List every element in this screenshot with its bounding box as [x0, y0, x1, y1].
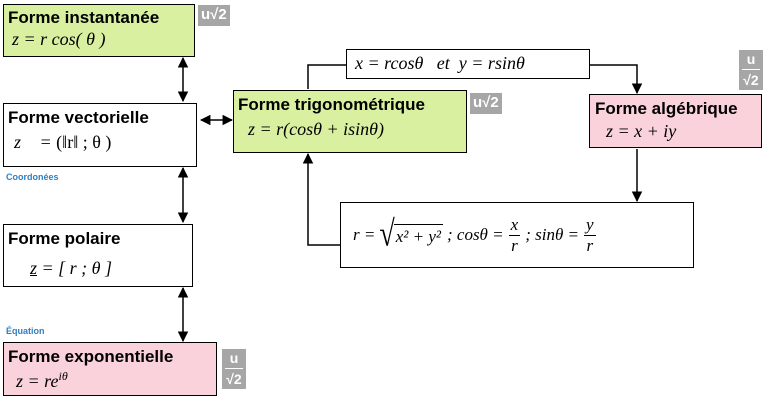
- formula-r-part: r =: [353, 225, 376, 244]
- formula-instantanee: z = r cos( θ ): [12, 29, 106, 49]
- fraction-cos: x r: [508, 214, 521, 256]
- caption-coordonnees: Coordonées: [6, 172, 59, 182]
- formula-sin-part: ; sinθ =: [525, 225, 580, 244]
- caption-equation: Équation: [6, 326, 45, 336]
- formula-polaire: z = [ r ; θ ]: [30, 258, 112, 279]
- title-vectorielle: Forme vectorielle: [8, 108, 149, 127]
- badge-u-root2-instantanee: u√2: [198, 5, 230, 26]
- formula-exponentielle: z = reiθ: [16, 369, 68, 392]
- arrow-conversion-to-algebrique: [590, 64, 643, 95]
- title-polaire: Forme polaire: [8, 229, 121, 248]
- formula-vectorielle-lhs: z⃗ =: [14, 132, 52, 152]
- badge-root2-text: √2: [743, 72, 759, 88]
- formula-vectorielle-rhs: (‖r‖ ; θ ): [56, 132, 112, 152]
- box-conversion-top: x = rcosθ et y = rsinθ: [346, 49, 590, 79]
- fraction-sin-denominator: r: [586, 235, 594, 255]
- title-trigonometrique: Forme trigonométrique: [238, 95, 426, 114]
- formula-polaire-lhs: z: [30, 258, 38, 278]
- badge-u-over-root2-algebrique: u √2: [739, 50, 763, 90]
- box-forme-instantanee: Forme instantanée z = r cos( θ ): [3, 4, 195, 57]
- formula-conversion-bottom: r = √ x² + y² ; cosθ = x r ; sinθ = y r: [353, 213, 598, 257]
- formula-polaire-rhs: = [ r ; θ ]: [41, 258, 113, 278]
- formula-algebrique: z = x + iy: [606, 121, 677, 141]
- badge-root2-text: √2: [226, 371, 242, 387]
- fraction-cos-denominator: r: [511, 235, 518, 255]
- fraction-sin: y r: [584, 215, 596, 256]
- box-forme-vectorielle: Forme vectorielle z⃗ = (‖r‖ ; θ ): [3, 103, 197, 167]
- formula-cos-part: ; cosθ =: [446, 225, 504, 244]
- title-exponentielle: Forme exponentielle: [8, 347, 174, 366]
- box-conversion-bottom: r = √ x² + y² ; cosθ = x r ; sinθ = y r: [340, 202, 694, 268]
- formula-exponentielle-exponent: iθ: [58, 369, 68, 383]
- formula-conversion-top: x = rcosθ et y = rsinθ: [355, 53, 525, 73]
- badge-u-root2-trigonometrique: u√2: [470, 93, 502, 114]
- formula-radicand: x² + y²: [393, 223, 443, 247]
- box-forme-algebrique: Forme algébrique z = x + iy: [589, 94, 762, 148]
- formula-exponentielle-base: z = re: [16, 371, 59, 391]
- formula-trigonometrique: z = r(cosθ + isinθ): [248, 119, 384, 139]
- sqrt-sign-icon: √: [379, 214, 395, 255]
- formula-vectorielle: z⃗ = (‖r‖ ; θ ): [14, 132, 111, 153]
- fraction-cos-numerator: x: [508, 214, 521, 236]
- badge-u-text: u: [225, 351, 243, 369]
- fraction-sin-numerator: y: [584, 214, 596, 236]
- arrow-conversion-to-trigonometrique: [302, 152, 340, 246]
- line-trig-to-conversion: [307, 64, 346, 89]
- box-forme-exponentielle: Forme exponentielle z = reiθ: [3, 342, 217, 396]
- title-algebrique: Forme algébrique: [595, 99, 738, 118]
- box-forme-polaire: Forme polaire z = [ r ; θ ]: [3, 224, 193, 287]
- badge-u-over-root2-exponentielle: u √2: [222, 349, 246, 389]
- title-instantanee: Forme instantanée: [8, 8, 160, 27]
- badge-u-text: u: [742, 52, 760, 70]
- box-forme-trigonometrique: Forme trigonométrique z = r(cosθ + isinθ…: [233, 90, 467, 153]
